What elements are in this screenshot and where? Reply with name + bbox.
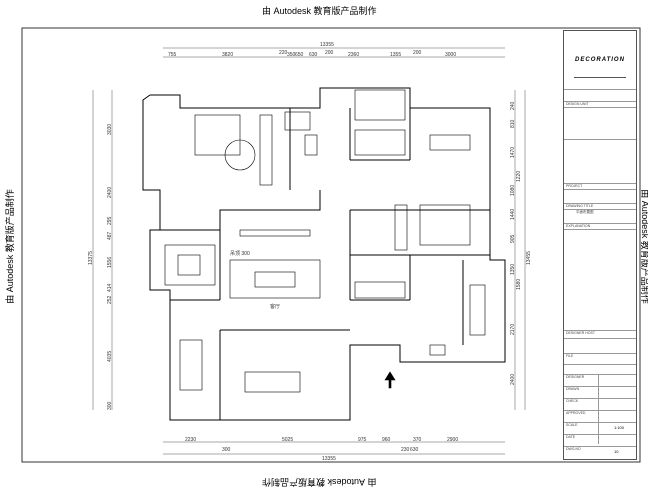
dim-left: 2400 xyxy=(107,187,113,198)
dim-right-total: 13455 xyxy=(526,251,532,265)
design-unit-row: DESIGN UNIT xyxy=(564,101,636,106)
dim-left: 3030 xyxy=(107,124,113,135)
dim-bottom: 5025 xyxy=(282,437,293,443)
dim-top: 650 xyxy=(295,52,304,58)
dim-bottom: 975 xyxy=(358,437,367,443)
scale-row: SCALE xyxy=(564,422,636,427)
drawing-title-value: 平面布置图 xyxy=(564,209,636,215)
dim-left: 414 xyxy=(107,283,113,292)
dim-top: 220 xyxy=(279,50,288,56)
dim-top: 1355 xyxy=(390,52,401,58)
dim-top-total: 13355 xyxy=(320,42,334,48)
dim-bottom: 2230 xyxy=(185,437,196,443)
dim-top: 755 xyxy=(168,52,177,58)
dim-right: 2170 xyxy=(510,324,516,335)
drawing-no-row: DWG.NO xyxy=(564,446,636,451)
dim-bottom-total: 13355 xyxy=(322,456,336,462)
dim-left: 4035 xyxy=(107,351,113,362)
dim-right: 1220 xyxy=(516,171,522,182)
dim-left: 252 xyxy=(107,295,113,304)
ceiling-note: 吊顶 300 xyxy=(230,251,250,257)
dim-left: 300 xyxy=(107,401,113,410)
date-row: DATE xyxy=(564,434,636,439)
title-block: DECORATION DESIGN UNIT PROJECT DRAWING T… xyxy=(563,30,637,460)
watermark-top: 由 Autodesk 教育版产品制作 xyxy=(262,6,377,16)
brand-title: DECORATION xyxy=(575,57,625,63)
dim-right: 905 xyxy=(510,234,516,243)
dim-bottom: 370 xyxy=(413,437,422,443)
dim-top: 3000 xyxy=(445,52,456,58)
dim-top: 350 xyxy=(287,52,296,58)
dim-top: 200 xyxy=(413,50,422,56)
dim-bottom: 230 xyxy=(401,447,410,453)
dim-right: 1350 xyxy=(510,264,516,275)
drawing-no-value: 10 xyxy=(614,449,619,454)
dim-bottom: 300 xyxy=(222,447,231,453)
dim-right: 2400 xyxy=(510,374,516,385)
dim-top: 2360 xyxy=(348,52,359,58)
explanation-row: EXPLANATION xyxy=(564,223,636,228)
project-row: PROJECT xyxy=(564,183,636,188)
dim-right: 1580 xyxy=(516,279,522,290)
designer-host-row: DESIGNER HOST xyxy=(564,330,636,335)
drawn-row: DRAWN xyxy=(564,386,636,391)
floor-plan-walls xyxy=(142,87,506,421)
designer-row: DESIGNER xyxy=(564,374,636,379)
dim-right: 1470 xyxy=(510,147,516,158)
approved-row: APPROVED xyxy=(564,410,636,415)
dim-right: 810 xyxy=(510,119,516,128)
dimension-lines xyxy=(92,47,526,455)
dim-right: 1440 xyxy=(510,209,516,220)
living-room-label: 客厅 xyxy=(270,303,280,310)
dim-right: 240 xyxy=(510,101,516,110)
dim-top: 630 xyxy=(309,52,318,58)
scale-value: 1:100 xyxy=(614,425,625,430)
dim-left: 295 xyxy=(107,216,113,225)
dim-left: 487 xyxy=(107,231,113,240)
file-row: FILE xyxy=(564,353,636,358)
dim-right: 1080 xyxy=(510,185,516,196)
check-row: CHECK xyxy=(564,398,636,403)
dim-top: 200 xyxy=(325,50,334,56)
dim-left-total: 13375 xyxy=(88,251,94,265)
dim-left: 1556 xyxy=(107,257,113,268)
dim-bottom: 960 xyxy=(382,437,391,443)
dim-top: 3820 xyxy=(222,52,233,58)
drawing-title-row: DRAWING TITLE xyxy=(564,203,636,208)
dim-bottom: 630 xyxy=(410,447,419,453)
dim-bottom: 2900 xyxy=(447,437,458,443)
dimension-labels: 13355 755 3820 220 350 650 630 200 2360 … xyxy=(88,42,532,462)
furniture xyxy=(164,89,486,393)
